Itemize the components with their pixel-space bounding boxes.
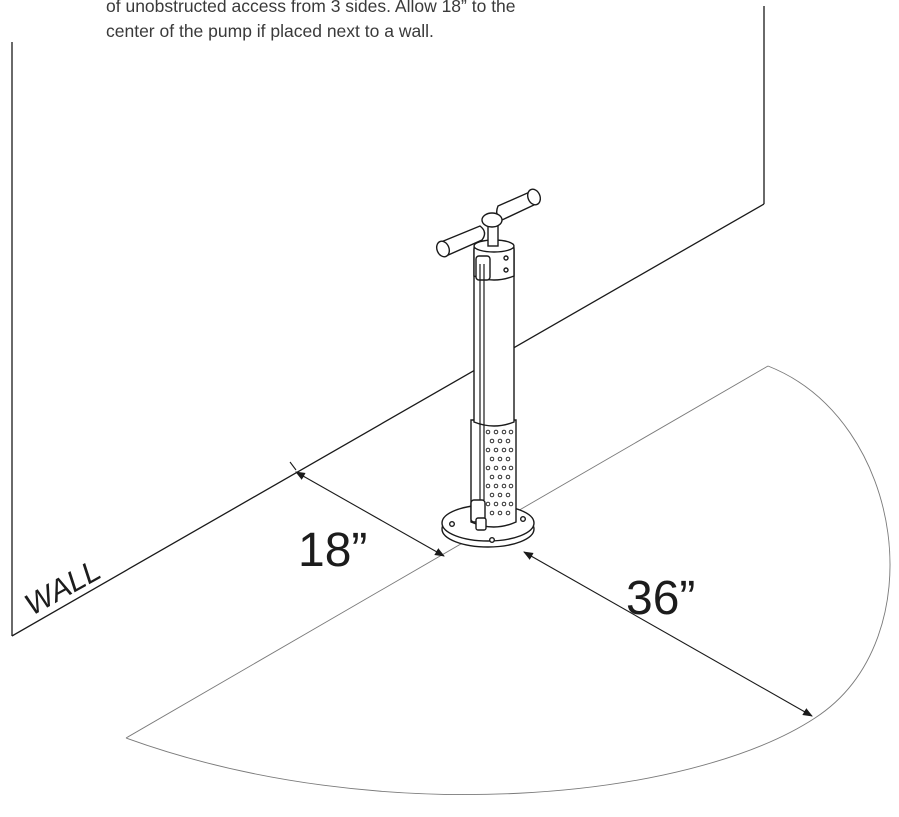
dimension-clearance-radius <box>523 551 813 717</box>
dim-wall-extension <box>289 461 297 471</box>
dim-clearance-arrow-line <box>523 551 813 717</box>
wall-label: WALL <box>19 554 106 622</box>
handle-hub <box>481 212 503 228</box>
head-screw-1 <box>503 255 509 261</box>
clearance-diameter-line <box>125 365 769 739</box>
wall-outline <box>11 6 765 637</box>
handle-grip-right-end <box>526 188 542 206</box>
dim-wall-label: 18” <box>298 524 367 577</box>
pump-illustration <box>435 188 542 548</box>
caption-line-2: center of the pump if placed next to a w… <box>106 21 434 41</box>
dimension-wall-distance <box>289 461 445 557</box>
dim-wall-arrow-line <box>295 471 445 557</box>
handle-grip-left-end <box>435 240 451 258</box>
clearance-zone <box>125 365 891 796</box>
base-bolt-right <box>520 516 527 523</box>
dim-clearance-label: 36” <box>626 572 695 625</box>
base-bolt-left <box>449 521 456 528</box>
clearance-arc <box>125 365 891 796</box>
pump-handle <box>435 188 542 258</box>
head-screw-2 <box>503 267 509 273</box>
instruction-caption: of unobstructed access from 3 sides. All… <box>106 0 576 44</box>
wall-floor-edge <box>11 203 765 637</box>
hose-valve <box>475 517 487 531</box>
base-bolt-front <box>489 537 496 544</box>
caption-line-1: of unobstructed access from 3 sides. All… <box>106 0 516 16</box>
pump-head-clamp <box>475 255 491 281</box>
barrel-perforations <box>485 429 514 516</box>
